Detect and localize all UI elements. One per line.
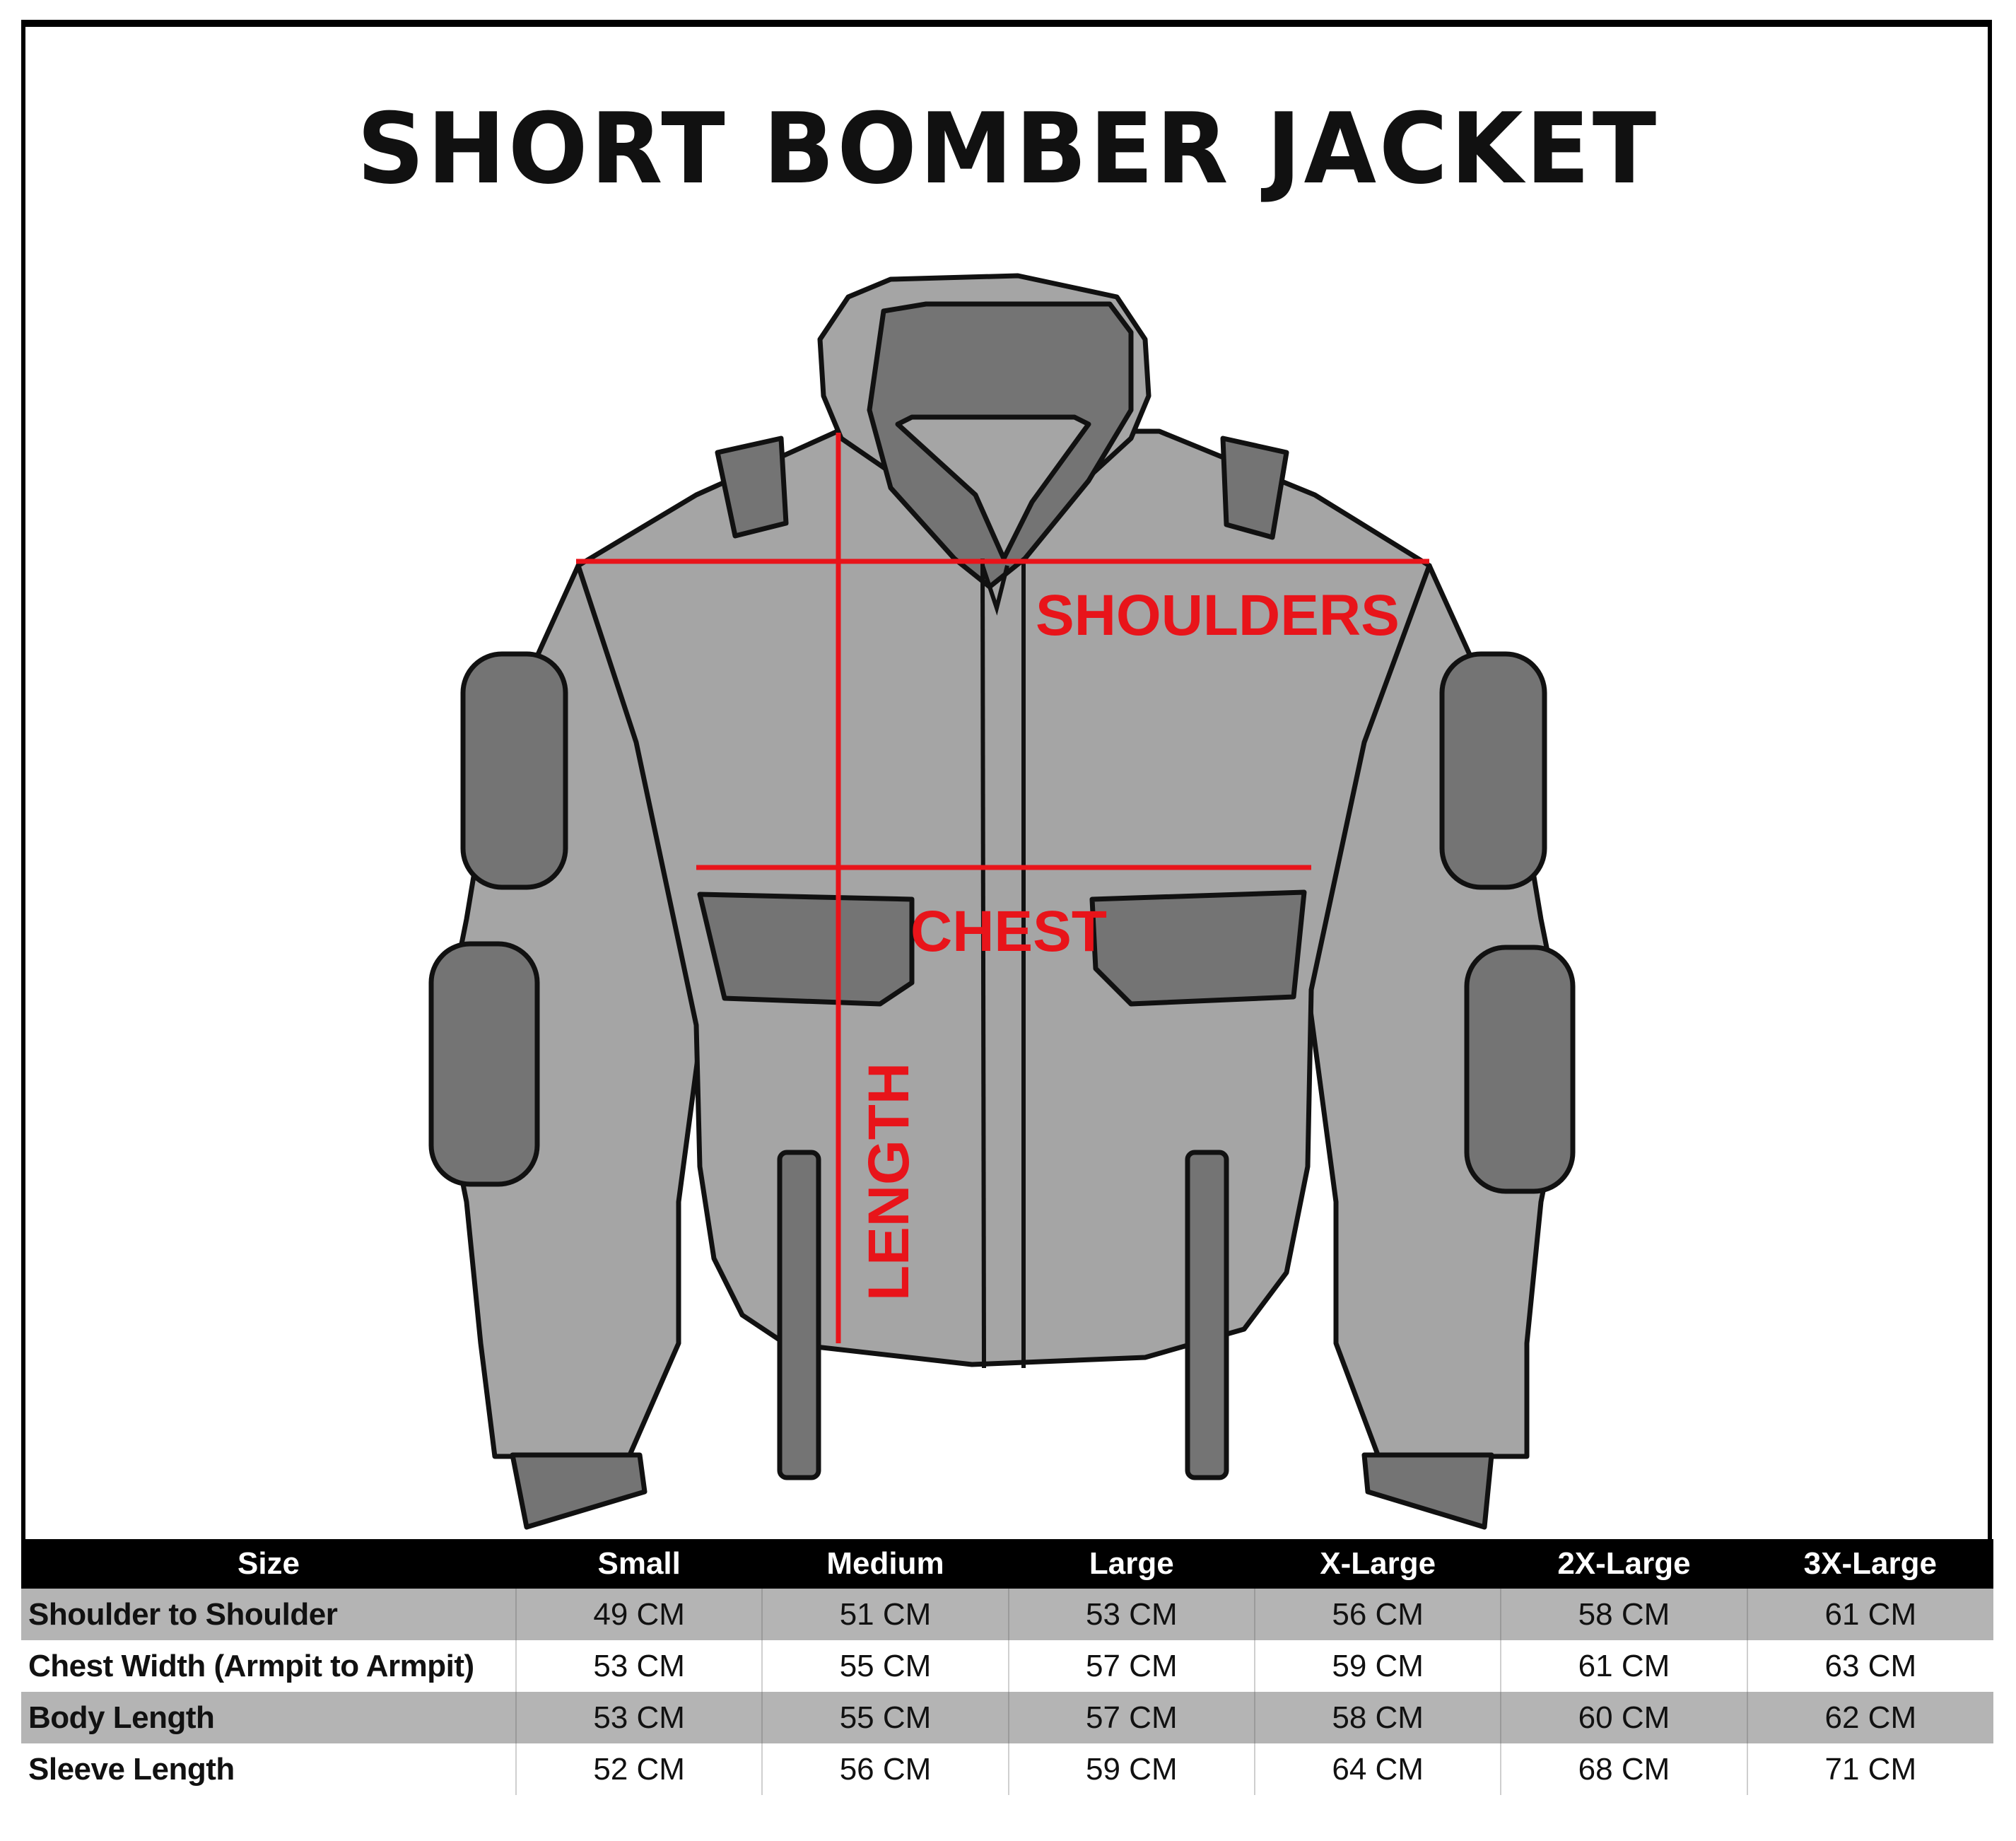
row-label: Chest Width (Armpit to Armpit) <box>21 1640 517 1692</box>
table-cell: 61 CM <box>1501 1640 1748 1692</box>
row-label: Body Length <box>21 1692 517 1743</box>
table-cell: 58 CM <box>1254 1692 1502 1743</box>
right-epaulette <box>1220 436 1289 540</box>
collar-front <box>895 414 1091 561</box>
left-epaulette <box>715 436 789 539</box>
table-row: Chest Width (Armpit to Armpit) 53 CM 55 … <box>21 1640 1993 1692</box>
table-cell: 57 CM <box>1008 1640 1255 1692</box>
table-cell: 62 CM <box>1747 1692 1993 1743</box>
header-3x-large: 3X-Large <box>1747 1539 1993 1589</box>
header-medium: Medium <box>762 1539 1009 1589</box>
table-row: Shoulder to Shoulder 49 CM 51 CM 53 CM 5… <box>21 1589 1993 1640</box>
table-cell: 71 CM <box>1747 1743 1993 1795</box>
table-cell: 61 CM <box>1747 1589 1993 1640</box>
table-cell: 51 CM <box>762 1589 1009 1640</box>
size-header-row: Size Small Medium Large X-Large 2X-Large… <box>21 1539 1993 1589</box>
table-row: Sleeve Length 52 CM 56 CM 59 CM 64 CM 68… <box>21 1743 1993 1795</box>
table-cell: 68 CM <box>1501 1743 1748 1795</box>
table-cell: 52 CM <box>516 1743 763 1795</box>
table-cell: 53 CM <box>1008 1589 1255 1640</box>
size-table: Size Small Medium Large X-Large 2X-Large… <box>21 1539 1993 1795</box>
right-elbow-pad <box>1464 945 1576 1194</box>
header-2x-large: 2X-Large <box>1501 1539 1747 1589</box>
table-cell: 53 CM <box>516 1640 763 1692</box>
header-large: Large <box>1008 1539 1255 1589</box>
table-cell: 56 CM <box>1254 1589 1502 1640</box>
right-shoulder-pad <box>1439 651 1547 890</box>
left-shoulder-pad <box>460 651 568 890</box>
shoulders-label: SHOULDERS <box>1036 583 1400 648</box>
header-x-large: X-Large <box>1254 1539 1501 1589</box>
table-cell: 64 CM <box>1254 1743 1502 1795</box>
table-cell: 59 CM <box>1254 1640 1502 1692</box>
header-size: Size <box>21 1539 516 1589</box>
left-elbow-pad <box>428 941 540 1187</box>
page-title: SHORT BOMBER JACKET <box>356 92 1660 206</box>
table-cell: 58 CM <box>1501 1589 1748 1640</box>
table-cell: 60 CM <box>1501 1692 1748 1743</box>
table-cell: 55 CM <box>762 1692 1009 1743</box>
left-pocket <box>697 892 915 1007</box>
left-strap <box>777 1150 821 1480</box>
header-small: Small <box>516 1539 763 1589</box>
row-label: Shoulder to Shoulder <box>21 1589 517 1640</box>
table-cell: 55 CM <box>762 1640 1009 1692</box>
jacket-body <box>575 428 1432 1367</box>
row-label: Sleeve Length <box>21 1743 517 1795</box>
table-cell: 56 CM <box>762 1743 1009 1795</box>
length-label: LENGTH <box>857 1063 921 1301</box>
table-row: Body Length 53 CM 55 CM 57 CM 58 CM 60 C… <box>21 1692 1993 1743</box>
right-pocket <box>1089 889 1307 1007</box>
jacket-diagram: SHOULDERS CHEST LENGTH <box>428 273 1576 1530</box>
table-cell: 59 CM <box>1008 1743 1255 1795</box>
right-cuff <box>1361 1452 1494 1530</box>
table-cell: 57 CM <box>1008 1692 1255 1743</box>
table-cell: 53 CM <box>516 1692 763 1743</box>
table-cell: 63 CM <box>1747 1640 1993 1692</box>
right-strap <box>1185 1150 1229 1480</box>
table-cell: 49 CM <box>516 1589 763 1640</box>
chest-label: CHEST <box>910 899 1107 964</box>
left-cuff <box>510 1452 647 1530</box>
